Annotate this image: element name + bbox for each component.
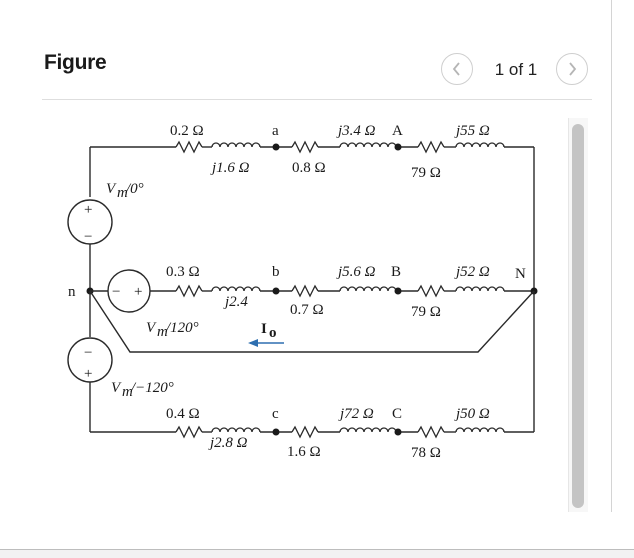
label-x-wire-c: j72 Ω [338,406,374,422]
label-r-wire-b: 0.7 Ω [290,302,324,318]
source-a-plus: + [84,202,92,218]
resistor-79-a [417,140,445,154]
next-figure-button[interactable] [556,53,588,85]
inductor-j2-4 [211,286,261,292]
label-x-wire-a: j3.4 Ω [336,123,376,139]
current-arrow: I o [248,321,284,347]
node-b-dot [272,287,280,295]
source-a-minus: − [84,229,92,245]
resistor-0-8 [291,140,319,154]
label-source-b-angle: /120° [165,320,199,336]
panel-footer-band [0,550,634,558]
chevron-left-icon [452,62,460,76]
figure-title: Figure [44,51,107,74]
inductor-j55 [455,142,505,148]
resistor-1-6 [291,425,319,439]
chevron-right-icon [569,62,577,76]
header-divider [42,99,592,100]
current-label: I [261,321,267,337]
label-x-line-b: j2.4 [223,294,248,310]
node-C-dot [394,428,402,436]
resistor-0-4 [175,425,203,439]
label-source-a-v: V [106,181,117,197]
previous-figure-button[interactable] [441,53,473,85]
current-label-sub: o [269,325,277,341]
label-source-b-sub: m [157,324,168,340]
node-A-dot [394,143,402,151]
node-a-dot [272,143,280,151]
panel-right-border [611,0,612,512]
resistor-0-2 [175,140,203,154]
inductor-j50 [455,427,505,433]
label-r-load-b: 79 Ω [411,304,441,320]
source-b-plus: + [134,284,142,300]
label-x-line-c: j2.8 Ω [208,435,248,451]
label-node-N: N [515,266,526,282]
label-r-line-b: 0.3 Ω [166,264,200,280]
source-c-minus: − [84,345,92,361]
label-r-wire-c: 1.6 Ω [287,444,321,460]
label-source-c-sub: m [122,384,133,400]
label-source-a-angle: /0° [125,181,144,197]
phase-b-line: − + [86,269,538,313]
node-B-dot [394,287,402,295]
label-node-C: C [392,406,402,422]
label-x-load-b: j52 Ω [454,264,490,280]
source-c: − + [67,291,113,432]
label-node-b: b [272,264,280,280]
inductor-j2-8 [211,427,261,433]
inductor-j5-6 [339,286,397,292]
resistor-79-b [417,284,445,298]
inductor-j1-6 [211,142,261,148]
label-r-load-c: 78 Ω [411,445,441,461]
label-source-a-sub: m [117,185,128,201]
label-r-line-c: 0.4 Ω [166,406,200,422]
source-b-minus: − [112,284,120,300]
label-node-B: B [391,264,401,280]
resistor-0-7 [291,284,319,298]
resistor-0-3 [175,284,203,298]
node-c-dot [272,428,280,436]
label-r-line-a: 0.2 Ω [170,123,204,139]
panel-bottom-border [0,549,634,550]
label-node-c: c [272,406,279,422]
inductor-j72 [339,427,397,433]
label-source-c-v: V [111,380,122,396]
label-x-wire-b: j5.6 Ω [336,264,376,280]
label-x-load-a: j55 Ω [454,123,490,139]
label-node-n: n [68,284,76,300]
scrollbar-thumb[interactable] [572,124,584,508]
neutral-wire [89,290,535,353]
label-x-load-c: j50 Ω [454,406,490,422]
label-r-wire-a: 0.8 Ω [292,160,326,176]
phase-a-line [89,140,535,291]
label-node-A: A [392,123,403,139]
label-x-line-a: j1.6 Ω [210,160,250,176]
inductor-j52 [455,286,505,292]
phase-c-line [90,291,535,439]
label-r-load-a: 79 Ω [411,165,441,181]
source-a: + − [67,199,113,291]
label-source-b-v: V [146,320,157,336]
source-c-plus: + [84,366,92,382]
label-source-c-angle: /−120° [130,380,174,396]
resistor-78 [417,425,445,439]
inductor-j3-4 [339,142,397,148]
figure-pager: 1 of 1 [494,60,538,79]
label-node-a: a [272,123,279,139]
